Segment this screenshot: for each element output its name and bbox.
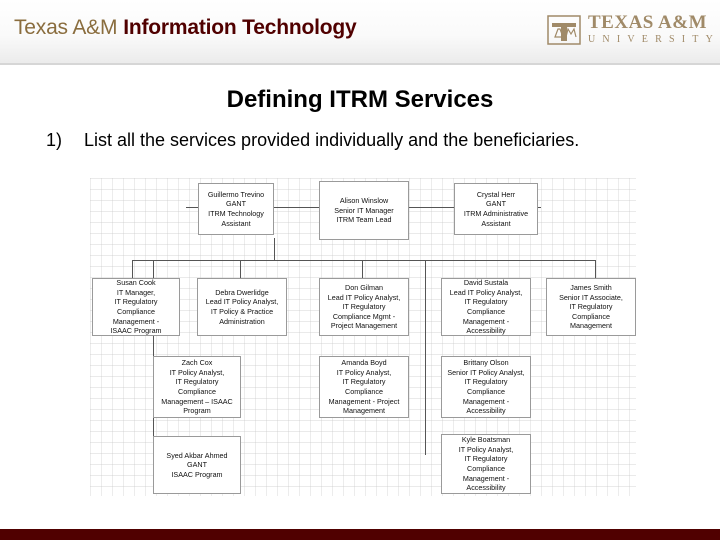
org-node-text: Zach Cox IT Policy Analyst, IT Regulator… (161, 358, 233, 416)
org-node-text: Don Gilman Lead IT Policy Analyst, IT Re… (327, 283, 401, 331)
org-node: Brittany Olson Senior IT Policy Analyst,… (441, 356, 531, 418)
org-node-text: Alison Winslow Senior IT Manager ITRM Te… (334, 196, 394, 225)
org-node: Guillermo Trevino GANT ITRM Technology A… (198, 183, 274, 235)
list-item: 1) List all the services provided individ… (46, 130, 579, 151)
tamu-atm-logo-icon (547, 15, 581, 45)
connector-line (132, 260, 595, 261)
org-node-text: Amanda Boyd IT Policy Analyst, IT Regula… (328, 358, 400, 416)
slide-title: Defining ITRM Services (226, 86, 494, 113)
org-node: Kyle Boatsman IT Policy Analyst, IT Regu… (441, 434, 531, 494)
org-node-text: Brittany Olson Senior IT Policy Analyst,… (447, 358, 525, 416)
org-node: David Sustala Lead IT Policy Analyst, IT… (441, 278, 531, 336)
org-chart: Guillermo Trevino GANT ITRM Technology A… (90, 178, 636, 496)
connector-line (595, 260, 596, 278)
org-node-text: David Sustala Lead IT Policy Analyst, IT… (449, 278, 523, 336)
org-node: Crystal Herr GANT ITRM Administrative As… (454, 183, 538, 235)
connector-line (274, 238, 275, 260)
brand-it-text: Information Technology (123, 16, 357, 39)
tamu-wordmark: TEXAS A&M UNIVERSITY (588, 12, 720, 45)
footer-bar (0, 529, 720, 540)
org-node: Alison Winslow Senior IT Manager ITRM Te… (319, 181, 409, 240)
connector-line (425, 260, 426, 455)
org-node: James Smith Senior IT Associate, IT Regu… (546, 278, 636, 336)
org-node-text: Syed Akbar Ahmed GANT ISAAC Program (166, 450, 228, 479)
connector-line (362, 260, 363, 278)
wordmark-subtitle: UNIVERSITY (588, 34, 720, 45)
org-node: Syed Akbar Ahmed GANT ISAAC Program (153, 436, 241, 494)
org-node-text: Crystal Herr GANT ITRM Administrative As… (463, 189, 529, 228)
list-number: 1) (46, 130, 63, 150)
connector-line (132, 260, 133, 278)
org-node: Debra Dwerlidge Lead IT Policy Analyst, … (197, 278, 287, 336)
org-node-text: Susan Cook IT Manager, IT Regulatory Com… (110, 278, 162, 336)
list-text: List all the services provided individua… (84, 130, 580, 150)
connector-line (240, 260, 241, 278)
org-node-text: Kyle Boatsman IT Policy Analyst, IT Regu… (458, 435, 514, 493)
org-node-text: Guillermo Trevino GANT ITRM Technology A… (207, 189, 265, 228)
org-node-text: James Smith Senior IT Associate, IT Regu… (559, 283, 623, 331)
org-node: Zach Cox IT Policy Analyst, IT Regulator… (153, 356, 241, 418)
org-node: Susan Cook IT Manager, IT Regulatory Com… (92, 278, 180, 336)
wordmark-title: TEXAS A&M (588, 12, 708, 33)
org-node: Don Gilman Lead IT Policy Analyst, IT Re… (319, 278, 409, 336)
org-node: Amanda Boyd IT Policy Analyst, IT Regula… (319, 356, 409, 418)
header-divider (0, 63, 720, 65)
brand-tamu-text: Texas A&M (14, 16, 118, 39)
org-node-text: Debra Dwerlidge Lead IT Policy Analyst, … (205, 287, 279, 326)
